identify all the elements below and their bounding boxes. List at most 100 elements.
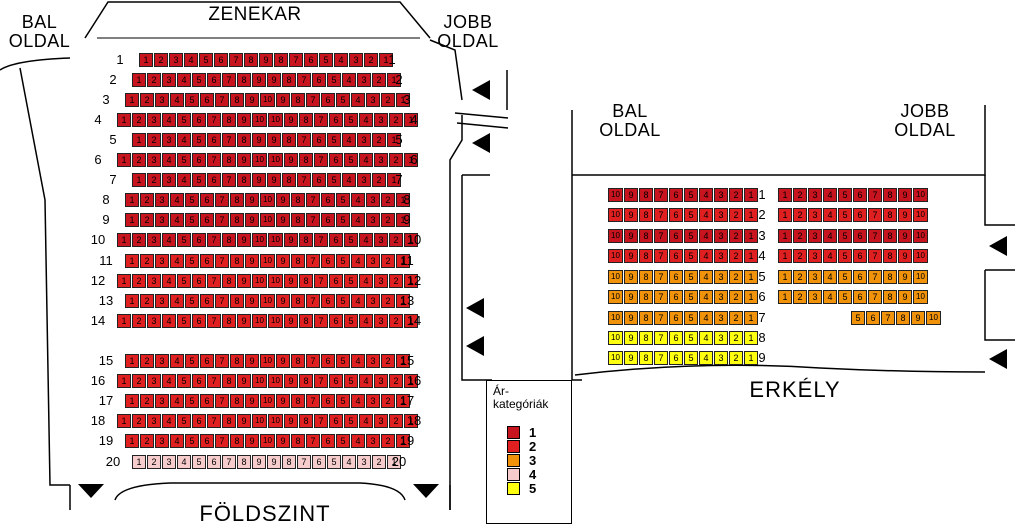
seat[interactable]: 8 — [639, 290, 653, 304]
seat[interactable]: 5 — [177, 153, 191, 167]
seat[interactable]: 6 — [192, 314, 206, 328]
seat[interactable]: 1 — [778, 208, 792, 222]
exit-arrow-icon[interactable] — [413, 484, 439, 498]
seat[interactable]: 4 — [823, 208, 837, 222]
seat[interactable]: 6 — [329, 233, 343, 247]
seat[interactable]: 8 — [222, 374, 236, 388]
seat[interactable]: 9 — [624, 311, 638, 325]
seat[interactable]: 9 — [252, 173, 266, 187]
seat[interactable]: 9 — [624, 229, 638, 243]
seat[interactable]: 3 — [808, 229, 822, 243]
seat[interactable]: 5 — [684, 249, 698, 263]
seat[interactable]: 8 — [883, 229, 897, 243]
seat[interactable]: 2 — [132, 414, 146, 428]
exit-arrow-icon[interactable] — [78, 484, 104, 498]
seat[interactable]: 9 — [284, 414, 298, 428]
seat[interactable]: 6 — [669, 208, 683, 222]
seat[interactable]: 9 — [898, 290, 912, 304]
seat[interactable]: 10 — [260, 354, 275, 368]
seat[interactable]: 9 — [276, 354, 290, 368]
seat[interactable]: 7 — [222, 73, 236, 87]
seat[interactable]: 3 — [374, 233, 388, 247]
seat[interactable]: 2 — [729, 311, 743, 325]
seat[interactable]: 6 — [853, 229, 867, 243]
seat[interactable]: 9 — [237, 153, 251, 167]
seat[interactable]: 6 — [214, 53, 228, 67]
seat[interactable]: 6 — [669, 311, 683, 325]
seat[interactable]: 3 — [357, 73, 371, 87]
seat[interactable]: 6 — [329, 153, 343, 167]
seat[interactable]: 4 — [184, 53, 198, 67]
seat[interactable]: 2 — [729, 208, 743, 222]
seat[interactable]: 7 — [868, 229, 882, 243]
seat[interactable]: 5 — [838, 249, 852, 263]
seat[interactable]: 1 — [387, 455, 401, 469]
seat[interactable]: 10 — [252, 374, 267, 388]
seat[interactable]: 6 — [200, 394, 214, 408]
seat[interactable]: 3 — [357, 455, 371, 469]
seat[interactable]: 4 — [823, 188, 837, 202]
entrance-arrow-icon[interactable] — [466, 298, 484, 318]
seat[interactable]: 7 — [314, 233, 328, 247]
seat[interactable]: 6 — [192, 274, 206, 288]
seat[interactable]: 9 — [276, 434, 290, 448]
seat[interactable]: 6 — [329, 274, 343, 288]
seat[interactable]: 9 — [276, 193, 290, 207]
seat[interactable]: 3 — [366, 434, 380, 448]
seat[interactable]: 8 — [299, 374, 313, 388]
seat[interactable]: 5 — [185, 193, 199, 207]
seat[interactable]: 6 — [200, 254, 214, 268]
seat[interactable]: 9 — [276, 213, 290, 227]
seat[interactable]: 10 — [252, 113, 267, 127]
seat[interactable]: 10 — [913, 208, 928, 222]
seat[interactable]: 3 — [374, 314, 388, 328]
seat[interactable]: 6 — [192, 414, 206, 428]
seat[interactable]: 7 — [207, 414, 221, 428]
seat[interactable]: 10 — [260, 93, 275, 107]
seat[interactable]: 10 — [608, 351, 623, 365]
seat[interactable]: 10 — [608, 249, 623, 263]
seat[interactable]: 1 — [778, 188, 792, 202]
seat[interactable]: 3 — [714, 249, 728, 263]
seat[interactable]: 8 — [291, 434, 305, 448]
seat[interactable]: 7 — [314, 374, 328, 388]
seat[interactable]: 6 — [207, 455, 221, 469]
seat[interactable]: 4 — [162, 314, 176, 328]
seat[interactable]: 8 — [230, 254, 244, 268]
seat[interactable]: 2 — [729, 351, 743, 365]
seat[interactable]: 7 — [654, 311, 668, 325]
seat[interactable]: 4 — [823, 290, 837, 304]
seat[interactable]: 1 — [396, 294, 410, 308]
seat[interactable]: 9 — [245, 213, 259, 227]
seat[interactable]: 7 — [215, 294, 229, 308]
seat[interactable]: 6 — [321, 254, 335, 268]
seat[interactable]: 8 — [291, 213, 305, 227]
seat[interactable]: 2 — [147, 73, 161, 87]
seat[interactable]: 7 — [207, 113, 221, 127]
seat[interactable]: 3 — [714, 290, 728, 304]
seat[interactable]: 5 — [177, 414, 191, 428]
seat[interactable]: 3 — [147, 374, 161, 388]
seat[interactable]: 7 — [306, 354, 320, 368]
seat[interactable]: 5 — [177, 274, 191, 288]
seat[interactable]: 7 — [207, 153, 221, 167]
seat[interactable]: 1 — [117, 274, 131, 288]
seat[interactable]: 6 — [853, 249, 867, 263]
seat[interactable]: 6 — [321, 434, 335, 448]
seat[interactable]: 7 — [654, 208, 668, 222]
seat[interactable]: 3 — [714, 270, 728, 284]
seat[interactable]: 2 — [372, 173, 386, 187]
seat[interactable]: 9 — [624, 270, 638, 284]
seat[interactable]: 6 — [321, 354, 335, 368]
seat[interactable]: 5 — [344, 233, 358, 247]
seat[interactable]: 1 — [379, 53, 393, 67]
seat[interactable]: 2 — [729, 290, 743, 304]
seat[interactable]: 3 — [155, 193, 169, 207]
seat[interactable]: 9 — [245, 193, 259, 207]
seat[interactable]: 7 — [868, 290, 882, 304]
seat[interactable]: 4 — [359, 314, 373, 328]
seat[interactable]: 1 — [744, 290, 758, 304]
seat[interactable]: 3 — [147, 113, 161, 127]
seat[interactable]: 10 — [608, 331, 623, 345]
entrance-arrow-icon[interactable] — [472, 133, 490, 153]
